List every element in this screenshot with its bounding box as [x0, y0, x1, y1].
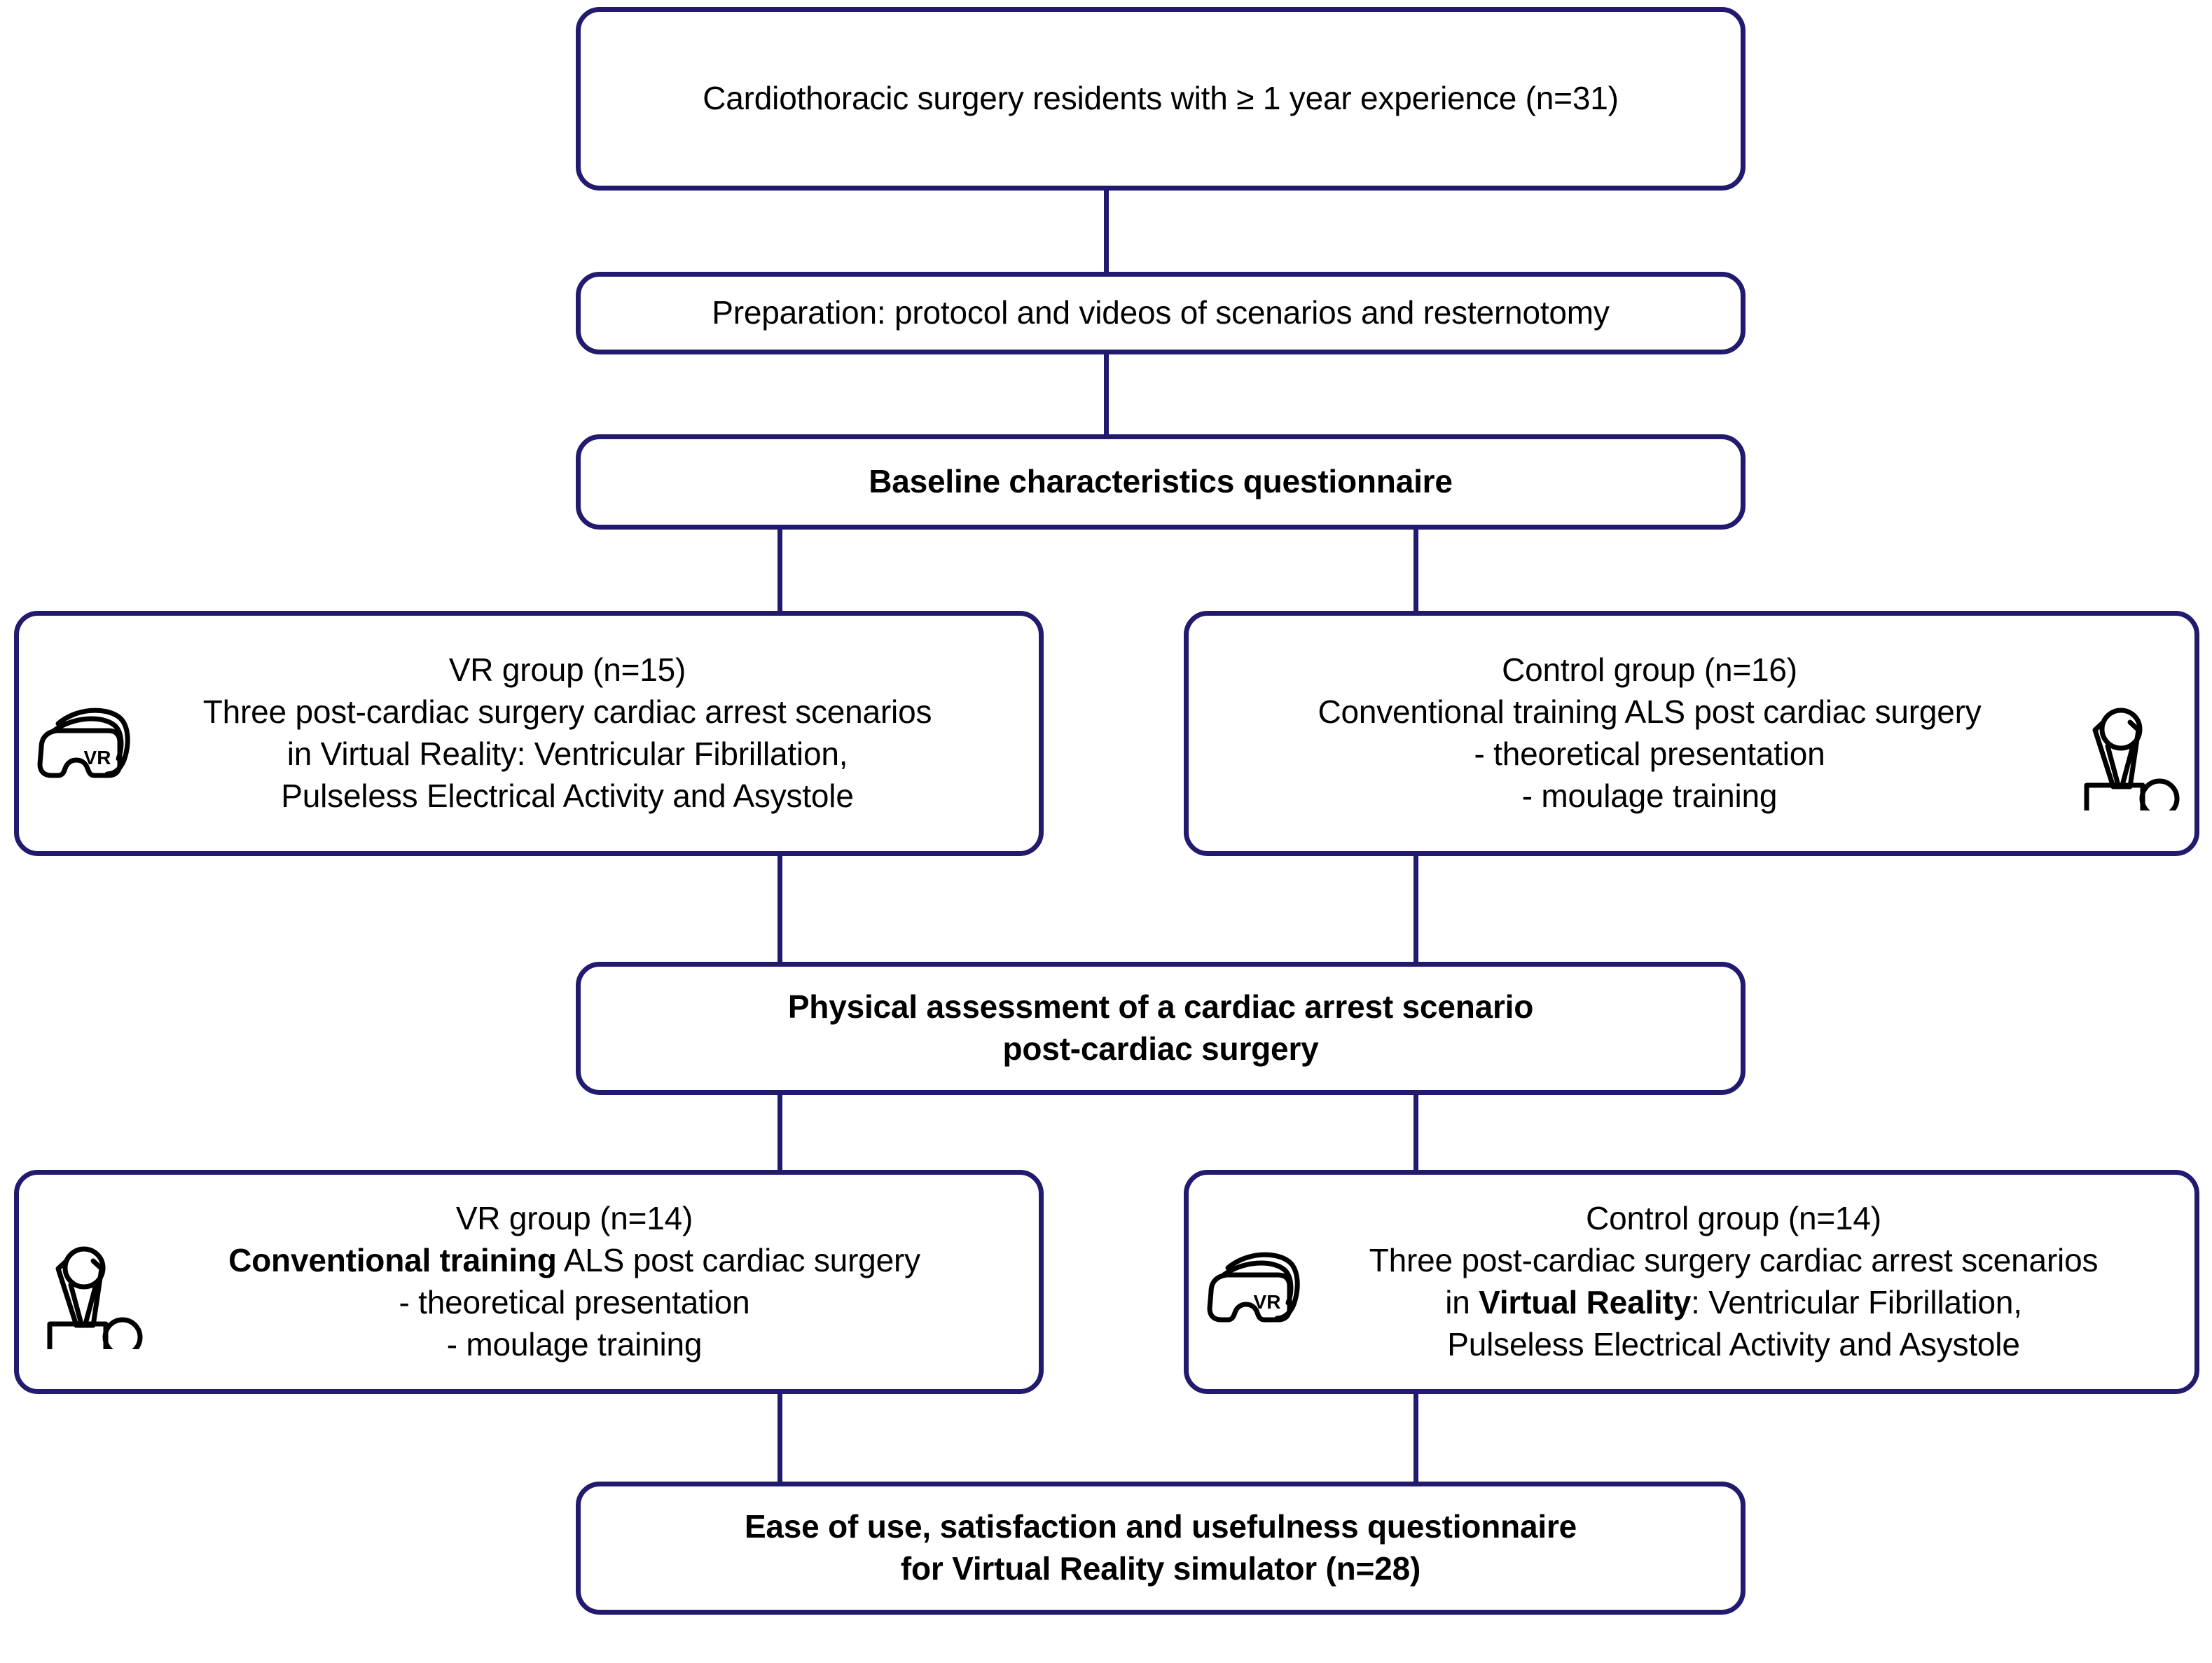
connector-vr-group-2-to-final [777, 1391, 782, 1482]
node-enrollment[interactable]: Cardiothoracic surgery residents with ≥ … [576, 7, 1746, 191]
cpr-manikin-icon [40, 1245, 145, 1358]
node-control-group-phase2[interactable]: VR Control group (n=14) Three post-cardi… [1184, 1170, 2199, 1394]
vr-group-phase2-line-1: Conventional training ALS post cardiac s… [138, 1240, 1011, 1282]
vr-group-phase1-heading: VR group (n=15) [448, 651, 686, 689]
connector-baseline-to-vr-group [777, 527, 782, 618]
assessment-line-1: Physical assessment of a cardiac arrest … [787, 988, 1534, 1026]
node-final-questionnaire[interactable]: Ease of use, satisfaction and usefulness… [576, 1482, 1746, 1615]
control-group-phase2-line-2-pre: in [1445, 1284, 1479, 1320]
vr-group-phase2-line-1-bold: Conventional training [228, 1242, 557, 1279]
enrollment-line-1: Cardiothoracic surgery residents with ≥ … [703, 80, 1619, 117]
node-baseline-questionnaire[interactable]: Baseline characteristics questionnaire [576, 434, 1746, 530]
node-vr-group-phase1[interactable]: VR VR group (n=15) Three post-cardiac su… [14, 611, 1044, 856]
vr-group-phase2-heading: VR group (n=14) [455, 1200, 693, 1237]
control-group-phase2-line-2: in Virtual Reality: Ventricular Fibrilla… [1301, 1282, 2166, 1324]
connector-control-group-2-to-final [1413, 1391, 1418, 1482]
control-group-phase2-line-2-post: : Ventricular Fibrillation, [1691, 1284, 2022, 1320]
node-preparation[interactable]: Preparation: protocol and videos of scen… [576, 272, 1746, 354]
cpr-manikin-icon [2077, 707, 2182, 819]
vr-headset-icon: VR [34, 704, 132, 789]
connector-control-group-to-assessment [1413, 853, 1418, 962]
connector-assessment-to-vr-group-2 [777, 1065, 782, 1170]
node-control-group-phase1[interactable]: Control group (n=16) Conventional traini… [1184, 611, 2199, 856]
connector-baseline-to-control-group [1413, 527, 1418, 618]
connector-assessment-to-control-group-2 [1413, 1065, 1418, 1170]
control-group-phase1-line-3: - moulage training [1521, 777, 1778, 814]
node-physical-assessment[interactable]: Physical assessment of a cardiac arrest … [576, 962, 1746, 1095]
connector-preparation-to-baseline [1104, 350, 1109, 434]
connector-vr-group-to-assessment [777, 853, 782, 962]
vr-group-phase2-line-3: - moulage training [446, 1325, 703, 1362]
vr-group-phase2-line-2: - theoretical presentation [399, 1284, 750, 1320]
control-group-phase2-line-2-bold: Virtual Reality [1479, 1284, 1692, 1320]
assessment-line-2: post-cardiac surgery [1002, 1030, 1319, 1067]
vr-group-phase1-line-2: in Virtual Reality: Ventricular Fibrilla… [286, 736, 848, 772]
vr-icon-label: VR [84, 747, 111, 768]
control-group-phase1-line-1: Conventional training ALS post cardiac s… [1318, 694, 1982, 731]
control-group-phase2-line-3: Pulseless Electrical Activity and Asysto… [1447, 1325, 2020, 1362]
baseline-line-1: Baseline characteristics questionnaire [869, 463, 1453, 500]
vr-group-phase1-line-1: Three post-cardiac surgery cardiac arres… [202, 694, 932, 731]
final-questionnaire-line-2: for Virtual Reality simulator (n=28) [900, 1550, 1421, 1587]
control-group-phase2-line-1: Three post-cardiac surgery cardiac arres… [1369, 1242, 2099, 1279]
final-questionnaire-line-1: Ease of use, satisfaction and usefulness… [744, 1508, 1577, 1545]
vr-group-phase2-line-1-rest: ALS post cardiac surgery [556, 1242, 920, 1279]
vr-group-phase1-line-3: Pulseless Electrical Activity and Asysto… [281, 777, 854, 814]
vr-headset-icon: VR [1204, 1248, 1302, 1333]
preparation-line-1: Preparation: protocol and videos of scen… [712, 294, 1610, 331]
connector-enrollment-to-preparation [1104, 188, 1109, 272]
control-group-phase1-line-2: - theoretical presentation [1474, 736, 1825, 772]
vr-icon-label: VR [1254, 1291, 1281, 1313]
control-group-phase1-heading: Control group (n=16) [1502, 651, 1797, 689]
node-vr-group-phase2[interactable]: VR group (n=14) Conventional training AL… [14, 1170, 1044, 1394]
control-group-phase2-heading: Control group (n=14) [1586, 1200, 1881, 1237]
